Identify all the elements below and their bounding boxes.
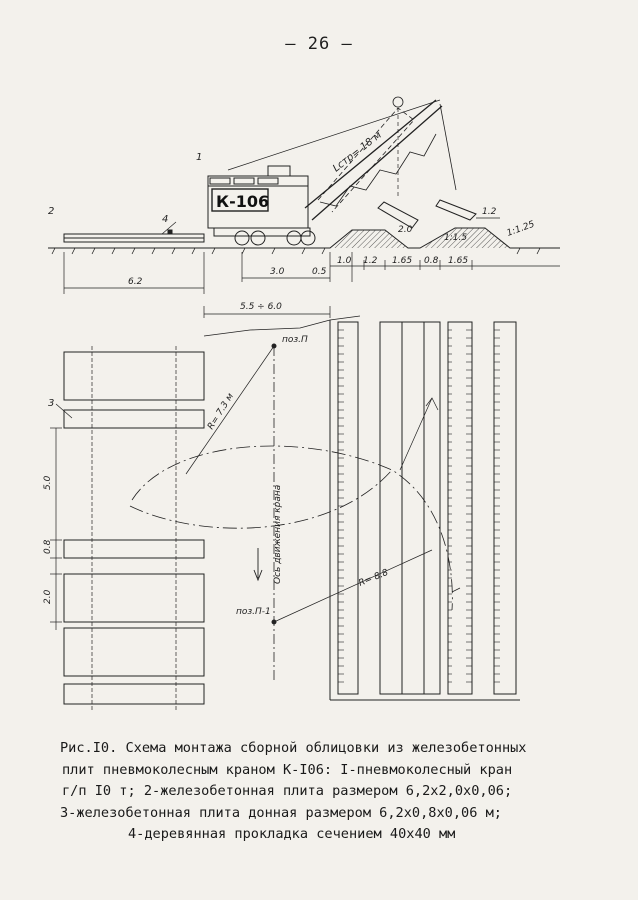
dim-1-2-a: 1.2	[363, 256, 378, 266]
dim-2-0: 2.0	[398, 225, 413, 235]
dim-1-0: 1.0	[337, 256, 352, 266]
crane-label-box	[211, 188, 269, 212]
position-label-2: поз.П-1	[236, 607, 271, 617]
direction-arrow	[253, 548, 263, 582]
crane-axis-label: Ось движения крана	[273, 485, 283, 584]
crane-boom	[304, 99, 443, 221]
swing-arc-1	[131, 445, 453, 611]
slope-label-2: 1:1.25	[506, 219, 537, 238]
crane-k106	[207, 96, 477, 246]
dim-1-65-a: 1.65	[392, 256, 412, 266]
marker-1: 1	[196, 152, 202, 163]
radius-label-1: R= 7.3 м	[206, 392, 236, 432]
crane-label: К-106	[216, 192, 269, 211]
plan-dimensions	[50, 427, 62, 630]
dim-v-5-0: 5.0	[43, 475, 53, 490]
wood-spacer	[167, 229, 173, 235]
dim-1-65-b: 1.65	[448, 256, 468, 266]
dim-3-0: 3.0	[270, 267, 285, 277]
slope-label-1: 1:1.5	[444, 233, 467, 243]
swing-arc-2	[129, 469, 393, 529]
dim-v-0-8: 0.8	[43, 539, 53, 554]
plate-plan-4	[63, 539, 205, 559]
elevation-view	[48, 96, 560, 294]
bank-outline	[203, 315, 361, 337]
plate-plan-5	[63, 573, 205, 623]
figure-caption: Рис.I0. Схема монтажа сборной облицовки …	[60, 738, 620, 846]
marker-3: 3	[48, 398, 54, 409]
caption-line-1: Рис.I0. Схема монтажа сборной облицовки …	[60, 740, 527, 756]
plan-view	[50, 306, 520, 710]
plate-plan-1	[63, 351, 205, 401]
dim-0-5: 0.5	[312, 267, 327, 277]
dim-0-8: 0.8	[424, 256, 439, 266]
lining-ticks	[338, 329, 500, 683]
marker-2: 2	[48, 206, 54, 217]
dim-5-5-6-0: 5.5 ÷ 6.0	[240, 302, 282, 312]
dim-6-2: 6.2	[128, 277, 143, 287]
plate-stack-2	[63, 233, 205, 239]
boom-length-label: Lстр= 18 м	[331, 130, 384, 175]
caption-line-5: 4-деревянная прокладка сечением 40х40 мм	[128, 826, 456, 842]
slope-right-fill	[420, 228, 510, 248]
dim-v-2-0: 2.0	[43, 589, 53, 604]
slope-left-fill	[330, 230, 408, 248]
caption-line-2: плит пневмоколесным краном К-I06: I-пнев…	[62, 761, 513, 778]
plate-plan-3	[63, 409, 205, 429]
plate-plan-7	[63, 683, 205, 705]
caption-line-3: г/п I0 т; 2-железобетонная плита размеро…	[62, 783, 513, 799]
ground-hatching	[51, 247, 541, 255]
page-number: — 26 —	[285, 34, 353, 54]
plate-plan-6	[63, 627, 205, 677]
crane-wheel	[234, 230, 250, 246]
position-label-1: поз.П	[282, 335, 308, 345]
caption-line-4: 3-железобетонная плита донная размером 6…	[60, 804, 502, 821]
canal-lining-strips	[337, 321, 517, 695]
dim-1-2-b: 1.2	[482, 207, 497, 217]
elevation-dimensions	[63, 217, 560, 294]
radius-label-2: R= 8.8	[357, 568, 390, 589]
plan-plates	[55, 346, 205, 710]
marker-4: 4	[162, 214, 168, 225]
